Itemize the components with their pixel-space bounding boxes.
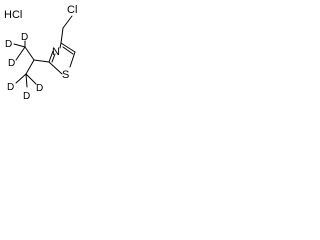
bond-c2-n3 xyxy=(48,50,54,63)
bond-upper-d3 xyxy=(15,46,26,61)
bond-ch2-cl xyxy=(62,15,73,29)
bond-s1-c2 xyxy=(48,61,63,75)
sulfur-label: S xyxy=(62,69,69,81)
bond-c4-ch2 xyxy=(60,27,64,44)
deuterium-label-upper-1: D xyxy=(21,32,28,43)
nitrogen-label: N xyxy=(52,46,60,58)
bond-c2-ch xyxy=(33,59,50,63)
bond-c4-c5-double xyxy=(62,46,74,55)
chlorine-label: Cl xyxy=(67,4,77,16)
chemical-structure: HCl Cl N S D D D D D D xyxy=(4,4,77,102)
bond-n3-c4 xyxy=(59,42,62,49)
bond-upper-d2 xyxy=(13,43,26,48)
deuterium-label-lower-2: D xyxy=(7,82,14,93)
bond-lower-d2 xyxy=(15,73,27,84)
deuterium-label-upper-2: D xyxy=(5,39,12,50)
hcl-label: HCl xyxy=(4,9,22,21)
deuterium-label-upper-3: D xyxy=(8,58,15,69)
bond-c2-n3-double xyxy=(51,53,56,63)
bond-c4-c5 xyxy=(60,42,76,53)
bond-ch-cd3-upper xyxy=(24,46,35,61)
bond-ch-cd3-lower xyxy=(25,59,35,75)
bond-lower-d3 xyxy=(25,73,37,85)
bond-lower-d1 xyxy=(25,73,28,88)
deuterium-label-lower-3: D xyxy=(36,83,43,94)
bond-c5-s1 xyxy=(69,51,76,68)
deuterium-label-lower-1: D xyxy=(23,91,30,102)
